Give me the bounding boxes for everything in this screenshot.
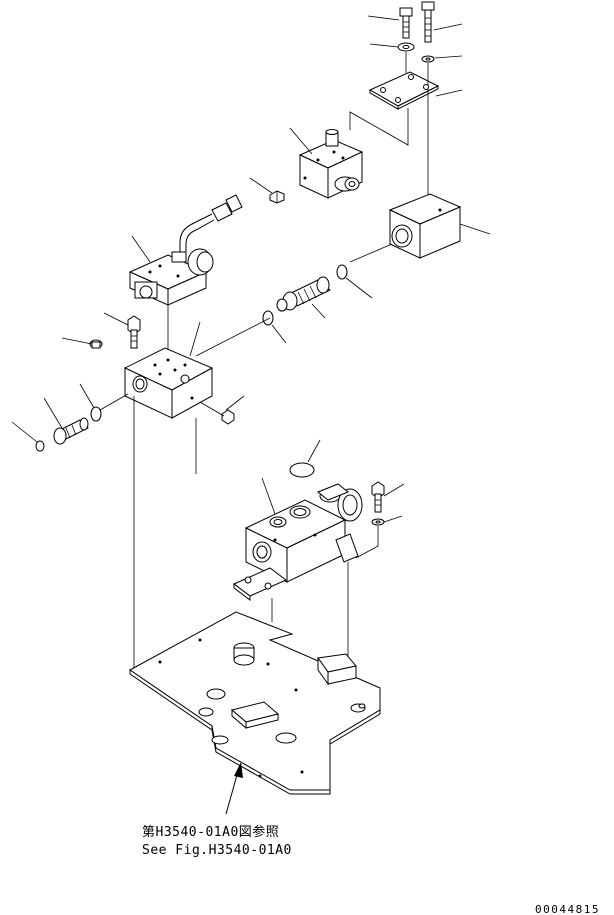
washer-left-top <box>397 42 415 52</box>
cover-plate <box>368 71 440 110</box>
solenoid-valve <box>128 248 214 306</box>
small-plug-right <box>221 409 235 425</box>
reference-arrow <box>225 762 243 815</box>
o-ring-4 <box>35 440 45 452</box>
lower-washer <box>371 518 385 526</box>
pilot-valve-block <box>298 129 364 199</box>
main-manifold-block <box>123 347 214 419</box>
reference-line-en: See Fig.H3540-01A0 <box>142 843 292 858</box>
small-plug-upper <box>269 190 285 204</box>
manifold-bolt <box>127 315 141 349</box>
reference-line-jp: 第H3540-01A0図参照 <box>142 824 279 840</box>
o-ring-1 <box>336 264 348 280</box>
bolt-left-top <box>399 7 413 39</box>
base-plate <box>129 611 381 795</box>
solenoid-connector <box>179 194 243 254</box>
right-valve-block <box>388 193 462 259</box>
lower-bolt <box>371 481 385 513</box>
small-plug-left <box>89 339 103 349</box>
drawing-code: 00044815 <box>535 903 600 915</box>
o-ring-3 <box>90 406 102 422</box>
o-ring-2 <box>262 310 274 326</box>
bolt-right-top <box>421 1 435 43</box>
left-fitting <box>53 417 89 445</box>
lower-o-ring <box>289 462 315 478</box>
check-valve-cartridge <box>276 276 331 312</box>
lower-valve-assembly <box>233 483 363 601</box>
washer-right-top <box>421 55 435 63</box>
